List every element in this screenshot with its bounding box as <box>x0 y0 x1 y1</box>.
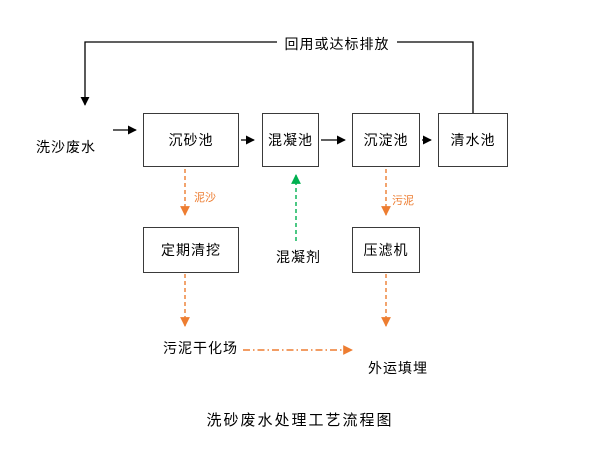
box-sedimentation-tank: 沉淀池 <box>352 113 420 167</box>
label-reuse-discharge: 回用或达标排放 <box>277 34 397 54</box>
label-influent: 洗沙废水 <box>36 140 96 156</box>
box-periodic-dredging: 定期清挖 <box>143 227 239 273</box>
label-offsite-landfill: 外运填埋 <box>368 361 428 377</box>
label-sludge: 污泥 <box>392 194 414 207</box>
box-filter-press: 压滤机 <box>352 227 420 273</box>
box-clear-water-tank: 清水池 <box>438 113 508 167</box>
label-sediment: 泥沙 <box>194 191 216 204</box>
diagram-title: 洗砂废水处理工艺流程图 <box>206 411 394 429</box>
label-coagulant: 混凝剂 <box>276 250 321 266</box>
box-grit-chamber: 沉砂池 <box>143 113 239 167</box>
label-sludge-drying-field: 污泥干化场 <box>163 341 238 357</box>
box-coagulation-tank: 混凝池 <box>262 113 319 167</box>
